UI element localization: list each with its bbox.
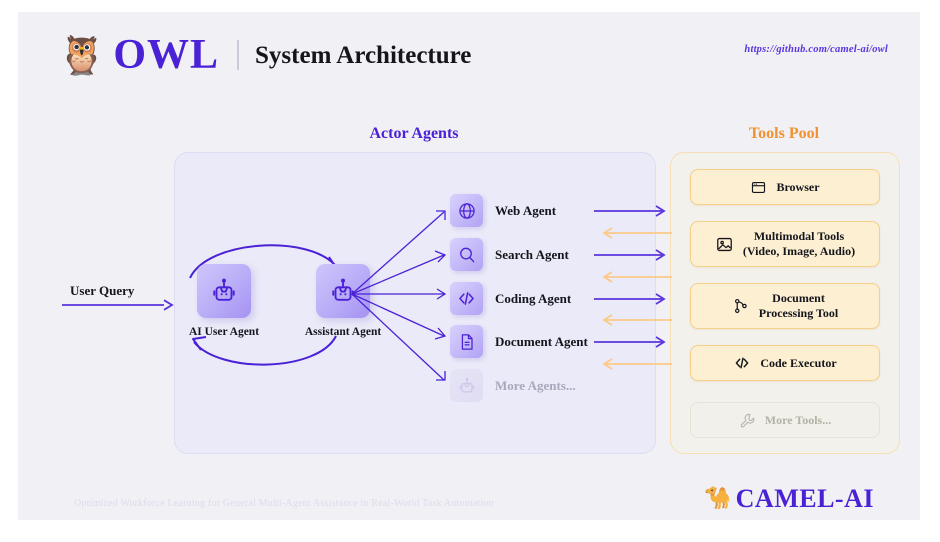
user-query-arrow <box>62 299 174 311</box>
globe-icon <box>450 194 483 227</box>
actor-agents-panel <box>174 152 656 454</box>
sub-agent-web[interactable]: Web Agent <box>450 194 556 227</box>
tool-label: More Tools... <box>764 412 832 427</box>
camel-icon: 🐪 <box>704 486 732 511</box>
main-agent-label: Assistant Agent <box>304 326 382 338</box>
sub-agent-label: More Agents... <box>495 377 576 393</box>
code-brackets-icon <box>450 282 483 315</box>
browser-window-icon <box>750 179 767 196</box>
repo-url-link[interactable]: https://github.com/camel-ai/owl <box>744 44 888 55</box>
sub-agent-search[interactable]: Search Agent <box>450 238 569 271</box>
camel-ai-logo[interactable]: 🐪 CAMEL-AI <box>704 486 874 512</box>
robot-icon <box>197 264 251 318</box>
sub-agent-label: Document Agent <box>495 333 588 349</box>
main-agent-assistant[interactable]: Assistant Agent <box>284 264 402 338</box>
wrench-icon <box>739 412 756 429</box>
tool-label: Browser <box>776 179 820 194</box>
branch-icon <box>732 297 750 315</box>
camel-ai-wordmark: CAMEL-AI <box>735 484 874 513</box>
robot-icon <box>316 264 370 318</box>
code-brackets-icon <box>733 354 751 372</box>
sub-agent-coding[interactable]: Coding Agent <box>450 282 571 315</box>
agent-tool-connectors <box>594 205 672 370</box>
tool-card-browser[interactable]: Browser <box>690 169 880 205</box>
tagline: Optimized Workforce Learning for General… <box>74 498 494 509</box>
owl-icon: 🦉 <box>58 33 106 77</box>
agent-fanout-arrows <box>351 210 447 381</box>
image-icon <box>715 235 734 254</box>
title-divider <box>237 40 240 70</box>
document-icon <box>450 325 483 358</box>
diagram-canvas: 🦉 OWL System Architecture https://github… <box>18 12 920 520</box>
page-title: System Architecture <box>255 41 472 69</box>
sub-agent-label: Web Agent <box>495 202 557 218</box>
brand-name: OWL <box>113 32 220 78</box>
sub-agent-document[interactable]: Document Agent <box>450 325 588 358</box>
main-agent-ai-user[interactable]: AI User Agent <box>165 264 283 338</box>
sub-agent-label: Search Agent <box>495 246 569 262</box>
page-header: 🦉 OWL System Architecture <box>58 34 471 76</box>
tool-card-multimodal[interactable]: Multimodal Tools(Video, Image, Audio) <box>690 221 880 267</box>
tool-card-code-executor[interactable]: Code Executor <box>690 345 880 381</box>
tool-label: Code Executor <box>760 355 837 370</box>
sub-agent-label: Coding Agent <box>495 290 572 306</box>
actor-agents-title: Actor Agents <box>369 125 459 142</box>
magnifier-icon <box>450 238 483 271</box>
tool-card-more-tools[interactable]: More Tools... <box>690 402 880 438</box>
robot-icon <box>450 369 483 402</box>
sub-agent-more[interactable]: More Agents... <box>450 369 576 402</box>
tool-label: Multimodal Tools(Video, Image, Audio) <box>742 229 856 258</box>
main-agent-label: AI User Agent <box>188 326 260 338</box>
tools-pool-title: Tools Pool <box>748 125 820 142</box>
user-query-label: User Query <box>70 283 135 298</box>
